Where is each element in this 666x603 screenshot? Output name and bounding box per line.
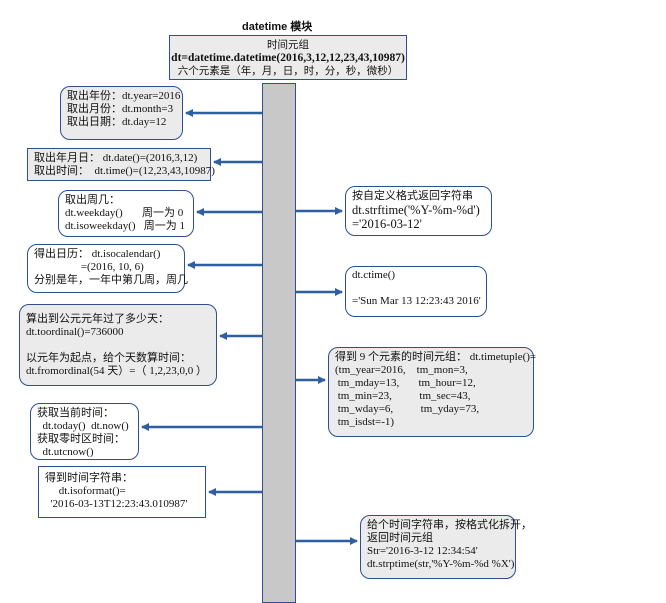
box-line: 取出日期：dt.day=12 xyxy=(67,116,167,128)
box-line: (tm_year=2016, tm_mon=3, xyxy=(335,364,468,376)
box-line: 分别是年，一年中第几周，周几 xyxy=(34,274,188,286)
box-line: 给个时间字符串，按格式化拆开， xyxy=(367,519,532,531)
box-line: 取出年月日： dt.date()=(2016,3,12) xyxy=(34,152,198,164)
box-line: 取出年份：dt.year=2016 xyxy=(67,90,181,102)
right-box-strptime: 给个时间字符串，按格式化拆开， 返回时间元组 Str='2016-3-12 12… xyxy=(360,515,532,579)
right-box-ctime: dt.ctime() ='Sun Mar 13 12:23:43 2016' xyxy=(345,266,487,317)
box-line: 取出月份：dt.month=3 xyxy=(67,103,174,115)
box-line: 以元年为起点，给个天数算时间： xyxy=(26,352,191,364)
box-line: dt.isoweekday() 周一为 1 xyxy=(65,220,186,232)
box-line: tm_min=23, tm_sec=43, xyxy=(335,390,471,402)
box-line: tm_wday=6, tm_yday=73, xyxy=(335,403,480,415)
right-box-strftime: 按自定义格式返回字符串 dt.strftime('%Y-%m-%d') ='20… xyxy=(345,186,492,236)
box-line: tm_isdst=-1) xyxy=(335,416,395,428)
header-label: 时间元组 xyxy=(267,39,309,51)
box-line: dt.ctime() xyxy=(352,269,396,281)
header-note: 六个元素是（年，月，日，时，分，秒，微秒） xyxy=(177,65,399,77)
box-line: 按自定义格式返回字符串 xyxy=(352,190,473,202)
box-line: dt.weekday() 周一为 0 xyxy=(65,207,184,219)
box-line: 获取当前时间： xyxy=(37,407,114,419)
datetime-spine-bar xyxy=(262,83,296,603)
box-line: dt.fromordinal(54 天）=（ 1,2,23,0,0 ） xyxy=(26,365,207,377)
box-line: 返回时间元组 xyxy=(367,532,433,544)
box-line: '2016-03-13T12:23:43.010987' xyxy=(45,498,188,510)
left-box-isoformat: 得到时间字符串： dt.isoformat()= '2016-03-13T12:… xyxy=(38,466,206,518)
left-box-year-month-day: 取出年份：dt.year=2016 取出月份：dt.month=3 取出日期：d… xyxy=(60,86,183,140)
box-line: 得到 9 个元素的时间元组： dt.timetuple()= xyxy=(335,351,537,363)
left-box-date-time: 取出年月日： dt.date()=(2016,3,12) 取出时间： dt.ti… xyxy=(27,148,215,181)
box-line: =(2016, 10, 6) xyxy=(34,261,144,273)
box-line: 取出时间： dt.time()=(12,23,43,10987) xyxy=(34,165,215,177)
box-line: 取出周几： xyxy=(65,194,120,206)
box-line: 获取零时区时间： xyxy=(37,433,125,445)
box-line: dt.utcnow() xyxy=(37,446,94,458)
box-line: 得出日历： dt.isocalendar() xyxy=(34,248,161,260)
box-line: tm_mday=13, tm_hour=12, xyxy=(335,377,476,389)
box-line: 得到时间字符串： xyxy=(45,472,133,484)
box-line: dt.today() dt.now() xyxy=(37,420,129,432)
box-line: dt.strptime(str,'%Y-%m-%d %X') xyxy=(367,558,515,570)
time-tuple-header-box: 时间元组 dt=datetime.datetime(2016,3,12,12,2… xyxy=(169,35,407,80)
box-line: dt.strftime('%Y-%m-%d') xyxy=(352,203,480,217)
box-line: dt.isoformat()= xyxy=(45,485,126,497)
box-line: 算出到公元元年过了多少天： xyxy=(26,313,169,325)
box-line: Str='2016-3-12 12:34:54' xyxy=(367,545,478,557)
left-box-isocalendar: 得出日历： dt.isocalendar() =(2016, 10, 6) 分别… xyxy=(27,244,188,293)
left-box-ordinal: 算出到公元元年过了多少天： dt.toordinal()=736000 以元年为… xyxy=(19,304,217,386)
box-line: dt.toordinal()=736000 xyxy=(26,326,124,338)
left-box-weekday: 取出周几： dt.weekday() 周一为 0 dt.isoweekday()… xyxy=(58,190,194,237)
header-code: dt=datetime.datetime(2016,3,12,12,23,43,… xyxy=(171,52,405,64)
box-line: ='Sun Mar 13 12:23:43 2016' xyxy=(352,295,481,307)
left-box-now: 获取当前时间： dt.today() dt.now() 获取零时区时间： dt.… xyxy=(30,403,139,460)
right-box-timetuple: 得到 9 个元素的时间元组： dt.timetuple()= (tm_year=… xyxy=(328,347,537,437)
box-line: ='2016-03-12' xyxy=(352,217,422,231)
diagram-title: datetime 模块 xyxy=(242,21,313,33)
